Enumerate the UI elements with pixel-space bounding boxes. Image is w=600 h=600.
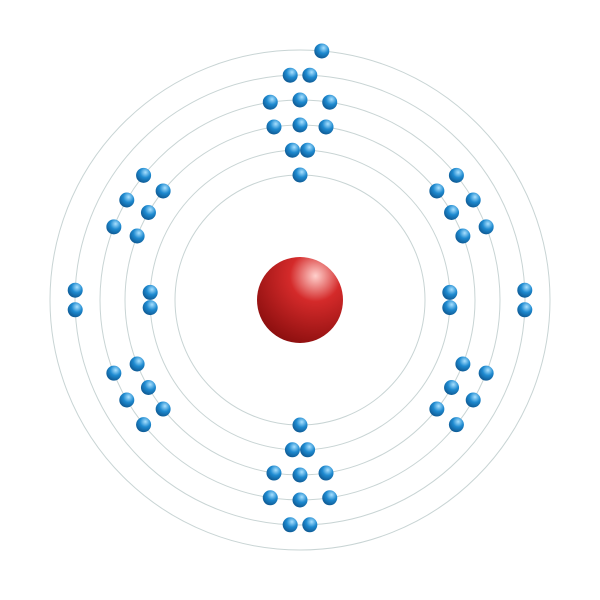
electron-shell-4-7: [478, 365, 494, 381]
electron-shell-2-2: [300, 142, 316, 158]
electron-shell-3-2: [292, 117, 308, 133]
electron-shell-6-1: [314, 43, 330, 59]
electron-shell-3-10: [318, 465, 334, 481]
electron-shell-5-4: [517, 302, 533, 318]
electron-shell-2-3: [442, 284, 458, 300]
electron-shell-4-5: [465, 192, 481, 208]
electron-shell-3-9: [429, 401, 445, 417]
electron-shell-3-17: [140, 205, 156, 220]
electron-shell-4-13: [136, 417, 152, 433]
electron-shell-2-8: [142, 284, 158, 300]
electron-shell-4-3: [322, 94, 338, 110]
electron-shell-5-2: [302, 67, 318, 83]
electron-shell-3-4: [429, 183, 445, 199]
orbit-shell-2: [149, 149, 451, 451]
electron-shell-3-3: [318, 119, 334, 135]
orbit-shell-6: [49, 49, 551, 551]
electron-shell-4-18: [136, 167, 152, 183]
electron-shell-3-5: [444, 205, 460, 220]
electron-shell-5-8: [67, 282, 83, 298]
electron-shell-4-8: [465, 392, 481, 408]
nucleus: [257, 257, 343, 343]
electron-shell-4-9: [448, 417, 464, 433]
electron-shell-4-11: [292, 492, 308, 508]
electron-shell-3-7: [455, 356, 471, 372]
electron-shell-3-11: [292, 467, 308, 483]
electron-shell-3-12: [266, 465, 282, 481]
electron-shell-4-14: [119, 392, 135, 408]
electron-shell-2-7: [142, 300, 158, 316]
electron-shell-2-1: [284, 142, 300, 158]
electron-shell-4-6: [478, 219, 494, 235]
electron-shell-4-12: [262, 490, 278, 506]
electron-shell-5-7: [67, 302, 83, 318]
electron-shell-2-6: [284, 442, 300, 458]
electron-shell-4-1: [262, 94, 278, 110]
electron-shell-4-10: [322, 490, 338, 506]
electron-shell-2-5: [300, 442, 316, 458]
electron-shell-1-2: [292, 417, 308, 433]
electron-shell-3-8: [444, 380, 460, 395]
electron-shell-3-1: [266, 119, 282, 135]
electron-shell-3-16: [129, 228, 145, 244]
electron-shell-5-1: [282, 67, 298, 83]
electron-shell-3-15: [129, 356, 145, 372]
electron-shell-5-3: [517, 282, 533, 298]
electron-shell-4-17: [119, 192, 135, 208]
electron-shell-3-6: [455, 228, 471, 244]
electron-shell-2-4: [442, 300, 458, 316]
electron-shell-4-15: [106, 365, 122, 381]
electron-shell-3-14: [140, 380, 156, 395]
electron-shell-1-1: [292, 167, 308, 183]
electron-shell-3-18: [155, 183, 171, 199]
electron-shell-4-16: [106, 219, 122, 235]
electron-shell-5-5: [302, 517, 318, 533]
orbit-shell-5: [74, 74, 526, 526]
electron-shell-4-4: [448, 167, 464, 183]
electrons: [67, 43, 533, 533]
electron-shell-4-2: [292, 92, 308, 108]
electron-shell-3-13: [155, 401, 171, 417]
electron-shell-5-6: [282, 517, 298, 533]
